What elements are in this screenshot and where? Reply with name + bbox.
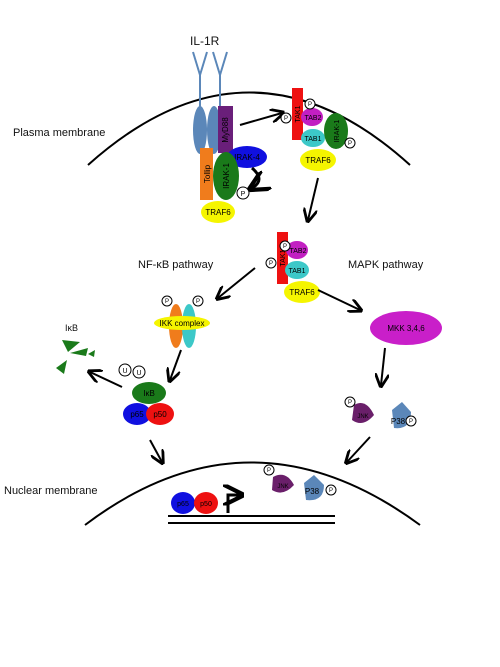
plasma-membrane-arc <box>87 91 411 166</box>
arrow-mkk-to-mapk <box>381 347 385 385</box>
mapk-cytoplasm: JNK P P38 P <box>344 396 417 429</box>
il1r-receptor <box>192 51 228 154</box>
svg-text:U: U <box>122 368 127 375</box>
svg-text:TAK1: TAK1 <box>280 249 287 266</box>
svg-text:TAB2: TAB2 <box>305 115 322 122</box>
arrow-to-middle-complex <box>308 177 319 220</box>
tollip-label: Tollip <box>203 164 212 183</box>
arrow-mapk-to-nucleus <box>347 436 371 462</box>
mapk-nucleus: JNK P P38 P <box>263 464 337 501</box>
svg-text:TAK1: TAK1 <box>295 105 302 122</box>
svg-text:P: P <box>348 141 352 147</box>
svg-text:U: U <box>136 370 141 377</box>
svg-text:P: P <box>284 116 288 122</box>
svg-text:P: P <box>409 419 413 425</box>
svg-text:IRAK-1: IRAK-1 <box>334 120 341 143</box>
plasma-membrane-label: Plasma membrane <box>13 127 106 139</box>
svg-text:TAB1: TAB1 <box>289 268 306 275</box>
ikb-free-label: IκB <box>65 323 79 333</box>
svg-text:IKK complex: IKK complex <box>160 319 205 328</box>
svg-text:P: P <box>308 102 312 108</box>
nuclear-membrane-label: Nuclear membrane <box>4 485 98 497</box>
svg-text:P: P <box>196 299 200 305</box>
svg-text:TAB1: TAB1 <box>305 136 322 143</box>
irak1-label: IRAK-1 <box>222 163 231 189</box>
svg-text:TRAF6: TRAF6 <box>289 288 315 297</box>
mkk-ellipse <box>370 311 442 345</box>
svg-text:JNK: JNK <box>277 484 288 490</box>
traf6-label: TRAF6 <box>205 208 231 217</box>
svg-text:P: P <box>267 468 271 474</box>
phospho-irak1-label: P <box>241 191 246 198</box>
tak1-complex-middle: TAK1 TAB2 TAB1 TRAF6 P P <box>265 232 320 303</box>
transcription-start-arrow <box>228 495 240 513</box>
svg-text:P: P <box>269 261 273 267</box>
irak4-ellipse <box>227 146 267 168</box>
svg-text:P38: P38 <box>305 487 320 496</box>
irak4-label: IRAK-4 <box>234 153 260 162</box>
svg-text:TRAF6: TRAF6 <box>305 156 331 165</box>
svg-text:P: P <box>283 244 287 250</box>
nfkb-complex-cytoplasm: IκB p65 p50 U U <box>118 363 174 425</box>
nuclear-membrane-arc <box>84 461 421 526</box>
ikb-degraded-fragments <box>56 340 95 374</box>
svg-text:JNK: JNK <box>357 414 368 420</box>
il1r-label: IL-1R <box>190 34 220 48</box>
svg-text:TAB2: TAB2 <box>290 248 307 255</box>
mkk-label: MKK 3,4,6 <box>387 324 425 333</box>
mapk-pathway-label: MAPK pathway <box>348 259 424 271</box>
myd88-label: MyD88 <box>221 117 230 143</box>
arrow-ikk-to-nfkb <box>170 349 182 380</box>
arrow-to-ikb-degradation <box>90 372 123 388</box>
svg-text:p65: p65 <box>177 501 189 508</box>
svg-text:p65: p65 <box>130 410 144 419</box>
arrow-to-mkk <box>317 289 360 310</box>
arrow-to-tak1-complex <box>239 113 282 126</box>
dna-strands <box>168 515 335 524</box>
svg-text:P38: P38 <box>391 417 406 426</box>
nfkb-complex-nucleus: p65 p50 <box>171 492 218 514</box>
tak1-complex-top: TAK1 TAB2 TAB1 IRAK-1 TRAF6 P P P <box>280 88 356 171</box>
svg-text:p50: p50 <box>200 501 212 508</box>
arrow-nfkb-to-nucleus <box>149 439 162 462</box>
svg-text:P: P <box>329 488 333 494</box>
svg-text:p50: p50 <box>153 410 167 419</box>
nfkb-pathway-label: NF-κB pathway <box>138 259 214 271</box>
arrow-to-ikk <box>218 267 256 298</box>
svg-text:P: P <box>348 400 352 406</box>
myd88-box <box>218 106 233 153</box>
irak1-ellipse <box>213 152 239 200</box>
tollip-box <box>200 148 213 200</box>
traf6-ellipse <box>201 201 235 223</box>
svg-text:P: P <box>165 299 169 305</box>
ikk-complex: IKK complex P P <box>154 295 210 348</box>
svg-text:IκB: IκB <box>143 389 155 398</box>
irak1-release-arrow <box>252 166 259 188</box>
